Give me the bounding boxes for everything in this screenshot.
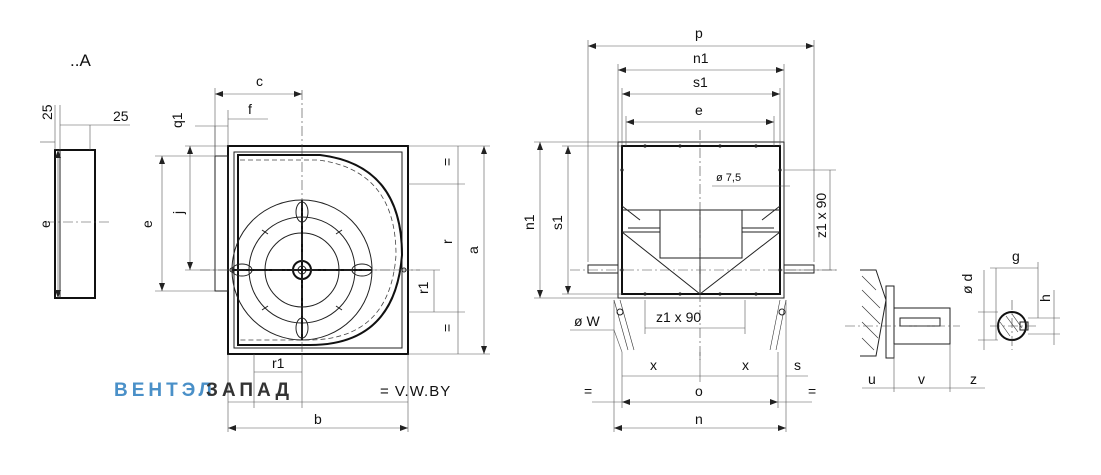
dim-d: ø d: [959, 274, 975, 294]
dim-w: ø W: [574, 313, 600, 329]
dim-s1-top: s1: [693, 74, 708, 90]
dim-r: r: [439, 239, 455, 244]
dim-z1-90-vertical: z1 x 90: [813, 193, 829, 238]
dim-n: n: [695, 411, 703, 427]
dim-c: c: [256, 73, 263, 89]
dim-e-front: e: [139, 220, 155, 228]
dim-p: p: [695, 25, 703, 41]
dim-n1-top: n1: [693, 50, 709, 66]
dim-eq-bottom-right: =: [808, 383, 816, 399]
dim-eq-upper: =: [439, 158, 455, 166]
dim-25-right: 25: [113, 108, 129, 124]
watermark-brand-blue: ВЕНТЭЛ: [114, 380, 216, 401]
dim-g: g: [1012, 248, 1020, 264]
dim-r1-bottom: r1: [272, 355, 285, 371]
dim-z1-90-horizontal: z1 x 90: [656, 309, 701, 325]
dim-b: b: [314, 411, 322, 427]
dim-eq-bottom-left: =: [584, 383, 592, 399]
dim-eq-lower: =: [439, 324, 455, 332]
dim-f: f: [248, 101, 252, 117]
dim-v: v: [918, 371, 925, 387]
view-label: ..A: [70, 51, 91, 70]
dim-j: j: [170, 211, 186, 215]
dim-u: u: [868, 371, 876, 387]
dim-s1-left: s1: [549, 215, 565, 230]
dim-s: s: [794, 357, 801, 373]
dim-e-side: e: [37, 220, 53, 228]
dim-z: z: [970, 371, 977, 387]
watermark-site: = V.W.BY: [380, 383, 451, 400]
dim-a: a: [465, 246, 481, 254]
dim-o: o: [695, 383, 703, 399]
dim-h: h: [1037, 294, 1053, 302]
dim-e-top: e: [695, 102, 703, 118]
dim-r1-right: r1: [415, 281, 431, 294]
dim-x-right: x: [742, 357, 749, 373]
dim-n1-left: n1: [521, 214, 537, 230]
dim-hole-dia: ø 7,5: [716, 172, 741, 184]
dim-x-left: x: [650, 357, 657, 373]
front-view: [155, 88, 490, 432]
watermark-brand-dark: ЗАПАД: [206, 380, 293, 401]
dim-q1: q1: [169, 112, 185, 128]
shaft-detail: [845, 262, 1060, 392]
side-view-flange: [40, 105, 130, 299]
top-view: [534, 40, 840, 432]
dim-25-top: 25: [39, 104, 55, 120]
